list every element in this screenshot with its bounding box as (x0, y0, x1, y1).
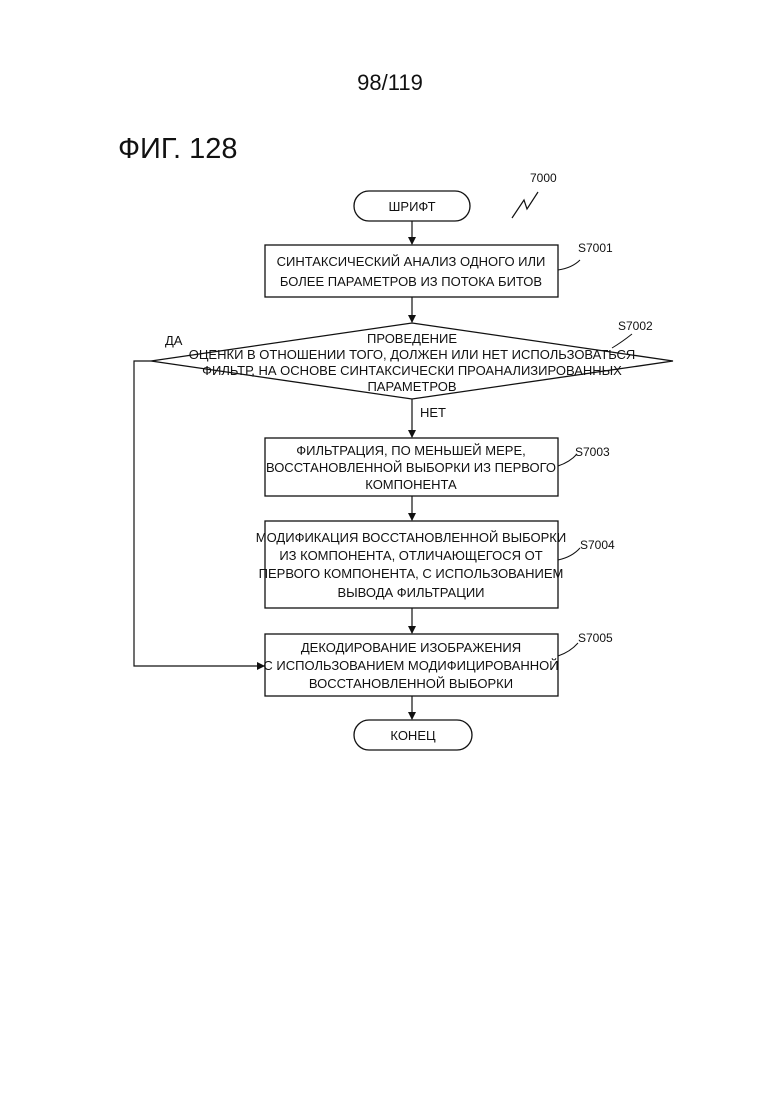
step-s7004-line-2: ИЗ КОМПОНЕНТА, ОТЛИЧАЮЩЕГОСЯ ОТ (279, 548, 542, 563)
ref-s7004: S7004 (580, 538, 615, 552)
step-s7005-line-2: С ИСПОЛЬЗОВАНИЕМ МОДИФИЦИРОВАННОЙ (263, 658, 558, 673)
ref-s7003: S7003 (575, 445, 610, 459)
arrow-yes-to-s7005 (134, 361, 264, 666)
ref-s7002: S7002 (618, 319, 653, 333)
step-s7005-line-3: ВОССТАНОВЛЕННОЙ ВЫБОРКИ (309, 676, 513, 691)
no-label: НЕТ (420, 405, 446, 420)
decision-line-2: ОЦЕНКИ В ОТНОШЕНИИ ТОГО, ДОЛЖЕН ИЛИ НЕТ … (189, 347, 636, 362)
step-box-s7001 (265, 245, 558, 297)
end-label: КОНЕЦ (390, 728, 436, 743)
step-s7001-line-2: БОЛЕЕ ПАРАМЕТРОВ ИЗ ПОТОКА БИТОВ (280, 274, 542, 289)
reference-label: 7000 (530, 171, 557, 185)
step-s7003-line-3: КОМПОНЕНТА (365, 477, 457, 492)
step-s7003-line-1: ФИЛЬТРАЦИЯ, ПО МЕНЬШЕЙ МЕРЕ, (296, 443, 525, 458)
leader-s7005 (558, 643, 578, 656)
step-s7004-line-3: ПЕРВОГО КОМПОНЕНТА, С ИСПОЛЬЗОВАНИЕМ (259, 566, 564, 581)
leader-s7002 (612, 334, 632, 348)
step-s7003-line-2: ВОССТАНОВЛЕННОЙ ВЫБОРКИ ИЗ ПЕРВОГО (266, 460, 556, 475)
step-s7005-line-1: ДЕКОДИРОВАНИЕ ИЗОБРАЖЕНИЯ (301, 640, 521, 655)
leader-s7004 (558, 548, 580, 560)
step-s7004-line-4: ВЫВОДА ФИЛЬТРАЦИИ (337, 585, 484, 600)
decision-line-1: ПРОВЕДЕНИЕ (367, 331, 457, 346)
ref-s7001: S7001 (578, 241, 613, 255)
start-label: ШРИФТ (388, 199, 435, 214)
decision-line-4: ПАРАМЕТРОВ (367, 379, 456, 394)
yes-label: ДА (165, 333, 183, 348)
reference-squiggle (512, 192, 538, 218)
step-s7004-line-1: МОДИФИКАЦИЯ ВОССТАНОВЛЕННОЙ ВЫБОРКИ (256, 530, 566, 545)
leader-s7001 (558, 260, 580, 270)
ref-s7005: S7005 (578, 631, 613, 645)
step-s7001-line-1: СИНТАКСИЧЕСКИЙ АНАЛИЗ ОДНОГО ИЛИ (277, 254, 546, 269)
decision-line-3: ФИЛЬТР, НА ОСНОВЕ СИНТАКСИЧЕСКИ ПРОАНАЛИ… (202, 363, 622, 378)
